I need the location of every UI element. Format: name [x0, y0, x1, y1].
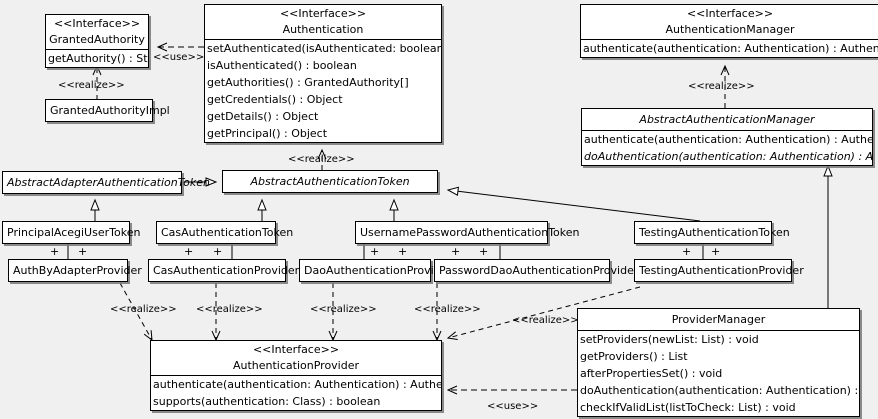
class-authentication[interactable]: <<Interface>> Authentication setAuthenti… — [204, 4, 442, 143]
class-testing-authentication-token[interactable]: TestingAuthenticationToken — [634, 221, 790, 244]
class-name: ProviderManager — [671, 313, 766, 326]
class-name: GrantedAuthority — [49, 33, 145, 46]
class-name: CasAuthenticationToken — [161, 226, 294, 239]
operations-compartment: setProviders(newList: List) : void getPr… — [578, 330, 859, 416]
operations-compartment: setAuthenticated(isAuthenticated: boolea… — [205, 39, 441, 142]
class-name: AbstractAdapterAuthenticationToken — [7, 176, 210, 189]
operation: afterPropertiesSet() : void — [580, 367, 723, 380]
operations-compartment: authenticate(authentication: Authenticat… — [151, 375, 441, 410]
class-abstract-authentication-manager[interactable]: AbstractAuthenticationManager authentica… — [581, 108, 873, 166]
edge-label-realize-daoauthenticationprovider: <<realize>> — [310, 304, 377, 315]
association-marker-testing-left: + — [682, 245, 692, 258]
edge-label-realize-grantedauthorityimpl: <<realize>> — [58, 80, 125, 91]
operation: authenticate(authentication: Authenticat… — [583, 42, 878, 55]
edge-label-realize-abstractauthenticationmanager: <<realize>> — [688, 81, 755, 92]
association-marker-testing-right: + — [711, 245, 721, 258]
operation: supports(authentication: Class) : boolea… — [153, 395, 381, 408]
operation: doAuthentication(authentication: Authent… — [584, 150, 872, 163]
class-password-dao-authentication-provider[interactable]: PasswordDaoAuthenticationProvider — [434, 259, 639, 282]
class-name: PrincipalAcegiUserToken — [7, 226, 141, 239]
association-marker-upat-mid-left: + — [398, 245, 408, 258]
operations-compartment: authenticate(authentication: Authenticat… — [582, 130, 872, 165]
operation: getPrincipal() : Object — [207, 127, 328, 140]
class-cas-authentication-provider[interactable]: CasAuthenticationProvider — [148, 259, 300, 282]
class-name: AuthenticationProvider — [232, 359, 360, 372]
operation: authenticate(authentication: Authenticat… — [153, 378, 441, 391]
association-marker-cas-left: + — [184, 245, 194, 258]
class-name: UsernamePasswordAuthenticationToken — [360, 226, 580, 239]
operation: doAuthentication(authentication: Authent… — [580, 384, 859, 397]
association-marker-upat-left: + — [370, 245, 380, 258]
class-abstract-adapter-authentication-token[interactable]: AbstractAdapterAuthenticationToken — [2, 171, 210, 194]
class-stereotype: <<Interface>> — [252, 343, 340, 356]
class-dao-authentication-provider[interactable]: DaoAuthenticationProvider — [299, 259, 452, 282]
operation: setProviders(newList: List) : void — [580, 333, 759, 346]
operation: getCredentials() : Object — [207, 93, 343, 106]
edge-label-realize-abstractauthenticationtoken: <<realize>> — [288, 154, 355, 165]
operation: getDetails() : Object — [207, 110, 319, 123]
operations-compartment: authenticate(authentication: Authenticat… — [581, 39, 878, 57]
class-auth-by-adapter-provider[interactable]: AuthByAdapterProvider — [8, 259, 142, 282]
association-marker-cas-right: + — [213, 245, 223, 258]
class-testing-authentication-provider[interactable]: TestingAuthenticationProvider — [634, 259, 804, 282]
operation: getAuthorities() : GrantedAuthority[] — [207, 76, 409, 89]
edge-label-realize-authbyadapterprovider: <<realize>> — [110, 304, 177, 315]
association-marker-upat-right: + — [479, 245, 489, 258]
edge-label-use-providermanager: <<use>> — [487, 401, 539, 412]
class-authentication-provider[interactable]: <<Interface>> AuthenticationProvider aut… — [150, 340, 442, 411]
class-abstract-authentication-token[interactable]: AbstractAuthenticationToken — [222, 170, 438, 193]
class-name: TestingAuthenticationProvider — [639, 264, 804, 277]
class-principal-acegi-user-token[interactable]: PrincipalAcegiUserToken — [2, 221, 141, 244]
class-username-password-authentication-token[interactable]: UsernamePasswordAuthenticationToken — [355, 221, 580, 244]
class-name: TestingAuthenticationToken — [639, 226, 790, 239]
class-name: AbstractAuthenticationManager — [639, 113, 815, 126]
class-granted-authority-impl[interactable]: GrantedAuthorityImpl — [45, 99, 170, 122]
association-marker-upat-mid-right: + — [451, 245, 461, 258]
class-name: AuthenticationManager — [665, 23, 795, 36]
class-name: PasswordDaoAuthenticationProvider — [439, 264, 639, 277]
class-cas-authentication-token[interactable]: CasAuthenticationToken — [156, 221, 294, 244]
operation: getProviders() : List — [580, 350, 688, 363]
class-authentication-manager[interactable]: <<Interface>> AuthenticationManager auth… — [580, 4, 878, 58]
edge-label-realize-passworddaoauthenticationprovider: <<realize>> — [414, 304, 481, 315]
operation: authenticate(authentication: Authenticat… — [584, 133, 872, 146]
class-stereotype: <<Interface>> — [686, 7, 774, 20]
class-name: DaoAuthenticationProvider — [304, 264, 452, 277]
edge-label-realize-providermanager: <<realize>> — [512, 315, 579, 326]
class-name: AbstractAuthenticationToken — [250, 175, 410, 188]
class-provider-manager[interactable]: ProviderManager setProviders(newList: Li… — [577, 308, 860, 417]
operation: setAuthenticated(isAuthenticated: boolea… — [207, 42, 441, 55]
class-stereotype: <<Interface>> — [53, 17, 141, 30]
class-name: CasAuthenticationProvider — [153, 264, 300, 277]
operation: checkIfValidList(listToCheck: List) : vo… — [580, 401, 796, 414]
class-name: AuthByAdapterProvider — [13, 264, 142, 277]
operation: isAuthenticated() : boolean — [207, 59, 357, 72]
class-name: Authentication — [282, 23, 364, 36]
class-name: GrantedAuthorityImpl — [50, 104, 170, 117]
operations-compartment: getAuthority() : String — [46, 49, 148, 67]
edge-label-realize-casauthenticationprovider: <<realize>> — [196, 304, 263, 315]
association-marker-principal-left: + — [50, 245, 60, 258]
operation: getAuthority() : String — [48, 52, 148, 65]
association-marker-principal-right: + — [78, 245, 88, 258]
class-granted-authority[interactable]: <<Interface>> GrantedAuthority getAuthor… — [45, 14, 149, 68]
class-stereotype: <<Interface>> — [279, 7, 367, 20]
edge-label-use-authentication-grantedauthority: <<use>> — [153, 52, 205, 63]
